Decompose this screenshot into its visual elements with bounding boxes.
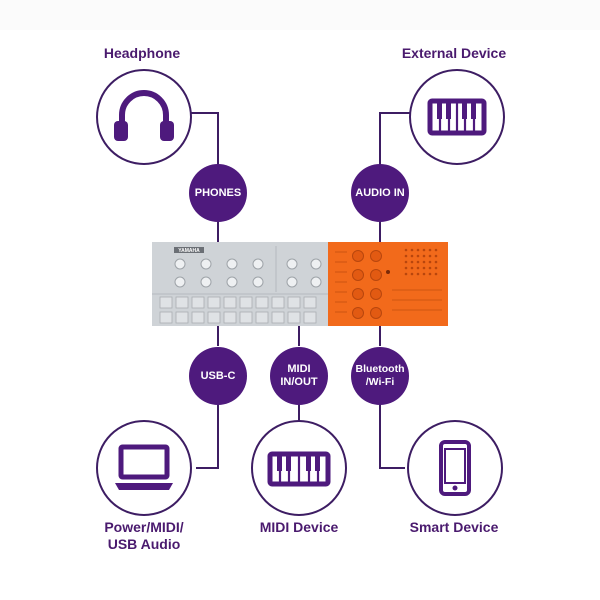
grey-knobs [174,258,322,288]
headphone-circle [96,69,192,165]
grey-keypad [159,296,317,324]
speaker-grille [404,248,438,276]
usbc-lower-line [196,404,219,469]
usb-c-port: USB-C [189,347,247,405]
smartphone-icon [439,440,471,496]
brand-plate [174,247,204,253]
midi-device-label: MIDI Device [259,519,339,535]
orange-knobs [352,250,382,319]
headphone-line [190,112,219,165]
phones-port: PHONES [189,164,247,222]
orange-markings [335,251,442,313]
external-line [379,112,410,165]
headphone-label: Headphone [103,45,181,61]
midi-port: MIDI IN/OUT [270,347,328,405]
laptop-icon [115,444,173,490]
keyboard-icon [267,451,331,487]
bt-lower-line [379,404,405,469]
led [386,270,390,274]
external-device-circle [409,69,505,165]
smart-device-label: Smart Device [409,519,499,535]
bluetooth-wifi-port: Bluetooth /Wi-Fi [351,347,409,405]
top-band [0,0,600,30]
headphone-icon [114,90,174,141]
keyboard-icon [427,98,487,136]
laptop-label: Power/MIDI/ USB Audio [104,519,184,552]
midi-device-circle [251,420,347,516]
laptop-circle [96,420,192,516]
external-device-label: External Device [401,45,507,61]
orange-panel [328,242,448,326]
brand-text: YAMAHA [178,248,200,254]
smart-device-circle [407,420,503,516]
synthesizer-device: YAMAHA [152,242,448,326]
audio-in-port: AUDIO IN [351,164,409,222]
